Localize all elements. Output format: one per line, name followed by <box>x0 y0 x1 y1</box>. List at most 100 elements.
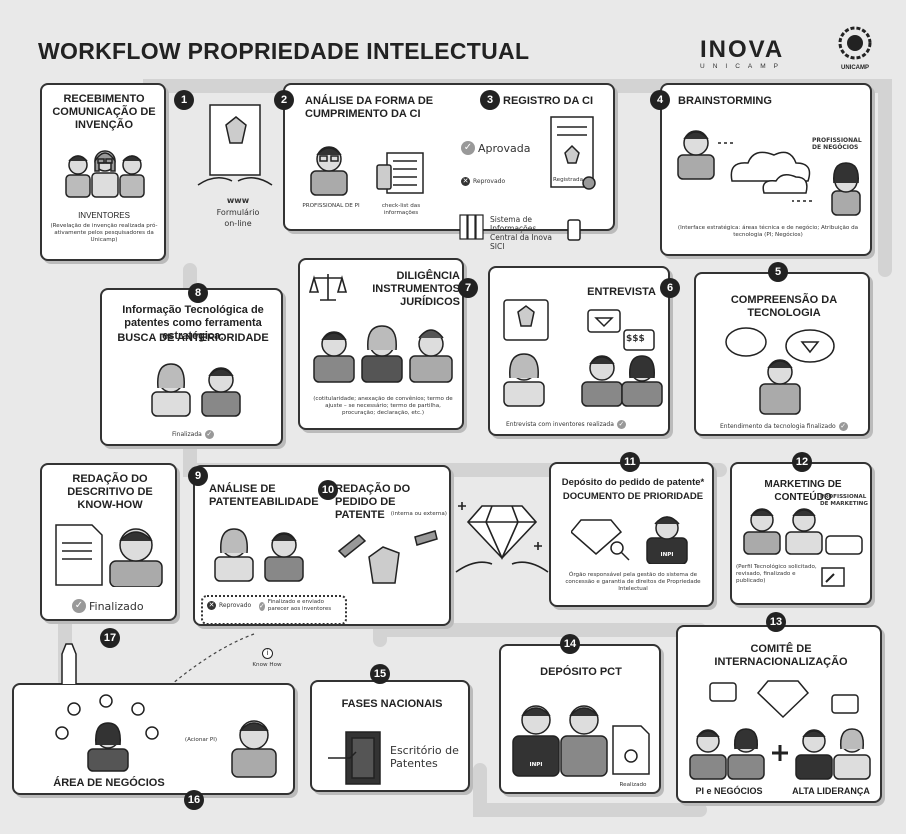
step-14-number: 14 <box>560 634 580 654</box>
step-12-title: MARKETING DE CONTEÚDO <box>764 479 842 503</box>
step-15-number: 15 <box>370 664 390 684</box>
step-10-number: 10 <box>318 480 338 500</box>
phone-icon <box>567 219 581 241</box>
step-5-status-label: Entendimento da tecnologia finalizado <box>720 423 836 430</box>
step-15-office: Escritório de Patentes <box>390 744 459 770</box>
legal-team-illustration <box>313 325 453 383</box>
step-1-note: (Revelação de invenção realizada pró-ati… <box>50 223 158 243</box>
diamond-handover-icon <box>455 502 549 573</box>
step-14-title: DEPÓSITO PCT <box>540 666 622 678</box>
step-9-number: 9 <box>188 466 208 486</box>
pct-filing-illustration <box>512 705 650 777</box>
step-4-number: 4 <box>650 90 670 110</box>
step-14-card: DEPÓSITO PCT INPI Realizado <box>499 644 661 794</box>
patentability-team-illustration <box>214 528 304 582</box>
step-9-title: ANÁLISE DE PATENTEABILIDADE <box>209 483 319 508</box>
step-13-title: COMITÊ DE INTERNACIONALIZAÇÃO <box>714 643 848 668</box>
scales-of-justice-icon <box>308 274 348 301</box>
step-4-note: (Interface estratégica: áreas técnica e … <box>677 225 859 238</box>
step-8-title2: BUSCA DE ANTERIORIDADE <box>117 332 269 344</box>
business-agent-illustration <box>231 720 277 778</box>
approved-status: ✓ Aprovada <box>461 141 531 155</box>
step-2-who: PROFISSIONAL DE PI <box>302 203 360 209</box>
step-17-title: REDAÇÃO DO DESCRITIVO DE KNOW-HOW <box>67 473 153 511</box>
step-6-title: ENTREVISTA <box>587 286 656 298</box>
step-8-status: Finalizada ✓ <box>172 430 214 439</box>
step-9-rejected-label: Reprovado <box>219 602 252 609</box>
inova-logo: INOVA UNICAMP <box>700 38 818 72</box>
step-10-sub: (interna ou externa) <box>390 511 447 517</box>
step-16-action: (Acionar PI) <box>184 737 218 743</box>
step-2-3-card: ANÁLISE DA FORMA DE CUMPRIMENTO DA CI PR… <box>283 83 615 231</box>
money-label: $$$ <box>626 334 645 344</box>
step-13-card: COMITÊ DE INTERNACIONALIZAÇÃO PI e NEGÓC… <box>676 625 882 803</box>
step-11-note: Órgão responsável pela gestão do sistema… <box>565 572 701 592</box>
step-11-title: Depósito do pedido de patente* <box>561 477 705 488</box>
step-1-who: INVENTORES <box>78 211 130 220</box>
step-6-status-label: Entrevista com inventores realizada <box>506 421 614 428</box>
brainstorm-illustration <box>677 130 861 216</box>
step-12-who: PROFISSIONAL DE MARKETING <box>820 494 868 507</box>
step-16-title: ÁREA DE NEGÓCIOS <box>53 777 165 789</box>
step-15-card: FASES NACIONAIS Escritório de Patentes <box>310 680 470 792</box>
step-6-card: ENTREVISTA $$$ Entrevista com inventores… <box>488 266 670 436</box>
approved-check-icon: ✓ <box>461 141 475 155</box>
step-4-title: BRAINSTORMING <box>678 95 772 107</box>
step-7-note: (cotitularidade; anexação de convênios; … <box>313 396 453 416</box>
step-13-number: 13 <box>766 612 786 632</box>
step-17-check-icon: ✓ <box>72 599 86 613</box>
raised-hand-icon <box>61 643 77 684</box>
server-icon <box>459 214 484 240</box>
knowhow-writer-illustration <box>55 524 163 587</box>
patentability-result-box <box>201 595 347 625</box>
form-www: www <box>226 196 250 205</box>
step-1-number: 1 <box>174 90 194 110</box>
step-7-card: DILIGÊNCIA INSTRUMENTOS JURÍDICOS (cotit… <box>298 258 464 430</box>
step-14-inpi: INPI <box>529 762 543 768</box>
business-network-illustration <box>55 694 159 772</box>
step-9-rejected: ✕ Reprovado <box>207 601 251 610</box>
step-5-status: Entendimento da tecnologia finalizado ✓ <box>720 422 848 431</box>
rejected-label: Reprovado <box>473 178 506 185</box>
step-1-title: RECEBIMENTO COMUNICAÇÃO DE INVENÇÃO <box>52 93 156 131</box>
step-17-status-label: Finalizado <box>89 599 144 613</box>
checklist-icon <box>376 152 424 194</box>
step-11-card: Depósito do pedido de patente* DOCUMENTO… <box>549 462 714 607</box>
step-6-status: Entrevista com inventores realizada ✓ <box>506 420 626 429</box>
step-8-check-icon: ✓ <box>204 430 214 439</box>
inpi-filing-illustration <box>571 516 688 564</box>
search-team-illustration <box>151 363 241 417</box>
publish-screen-icon <box>821 567 845 587</box>
step-13-right-label: ALTA LIDERANÇA <box>792 786 870 796</box>
step-3-title: REGISTRO DA CI <box>503 95 594 107</box>
marketing-team-illustration <box>743 508 863 555</box>
step-12-card: MARKETING DE CONTEÚDO PROFISSIONAL DE MA… <box>730 462 872 605</box>
step-8-number: 8 <box>188 283 208 303</box>
inventors-illustration <box>65 150 145 198</box>
inova-wordmark: INOVA <box>700 36 785 63</box>
step-2-number: 2 <box>274 90 294 110</box>
committee-illustration <box>689 680 871 780</box>
step-4-who: PROFISSIONAL DE NEGÓCIOS <box>812 137 862 151</box>
step-2-checklist: check-list das informações <box>381 203 421 216</box>
step-9-finalized: ✓ Finalizado e enviado parecer aos inven… <box>259 599 341 613</box>
step-5-card: COMPREENSÃO DA TECNOLOGIA Entendimento d… <box>694 272 870 436</box>
step-4-card: BRAINSTORMING PROFISSIONAL DE NEGÓCIOS (… <box>660 83 872 256</box>
unicamp-emblem-icon <box>838 26 872 60</box>
patent-drafting-illustration <box>337 530 438 584</box>
form-online: on-line <box>224 219 252 228</box>
step-16-number: 16 <box>184 790 204 810</box>
step-17-number: 17 <box>100 628 120 648</box>
step-17-status: ✓ Finalizado <box>72 599 144 613</box>
registered-label: Registrada <box>553 177 583 183</box>
patent-office-door-icon <box>328 731 381 785</box>
step-12-number: 12 <box>792 452 812 472</box>
step-5-check-icon: ✓ <box>838 422 848 431</box>
approved-label: Aprovada <box>478 141 531 155</box>
step-8-card: Informação Tecnológica de patentes como … <box>100 288 283 446</box>
step-12-note: (Perfil Tecnológico solicitado, revisado… <box>736 564 817 584</box>
step-10-title: REDAÇÃO DO PEDIDO DE PATENTE <box>335 483 411 521</box>
step-8-status-label: Finalizada <box>172 431 202 438</box>
sici-label: Sistema de Informações Central da Inova … <box>490 215 553 251</box>
